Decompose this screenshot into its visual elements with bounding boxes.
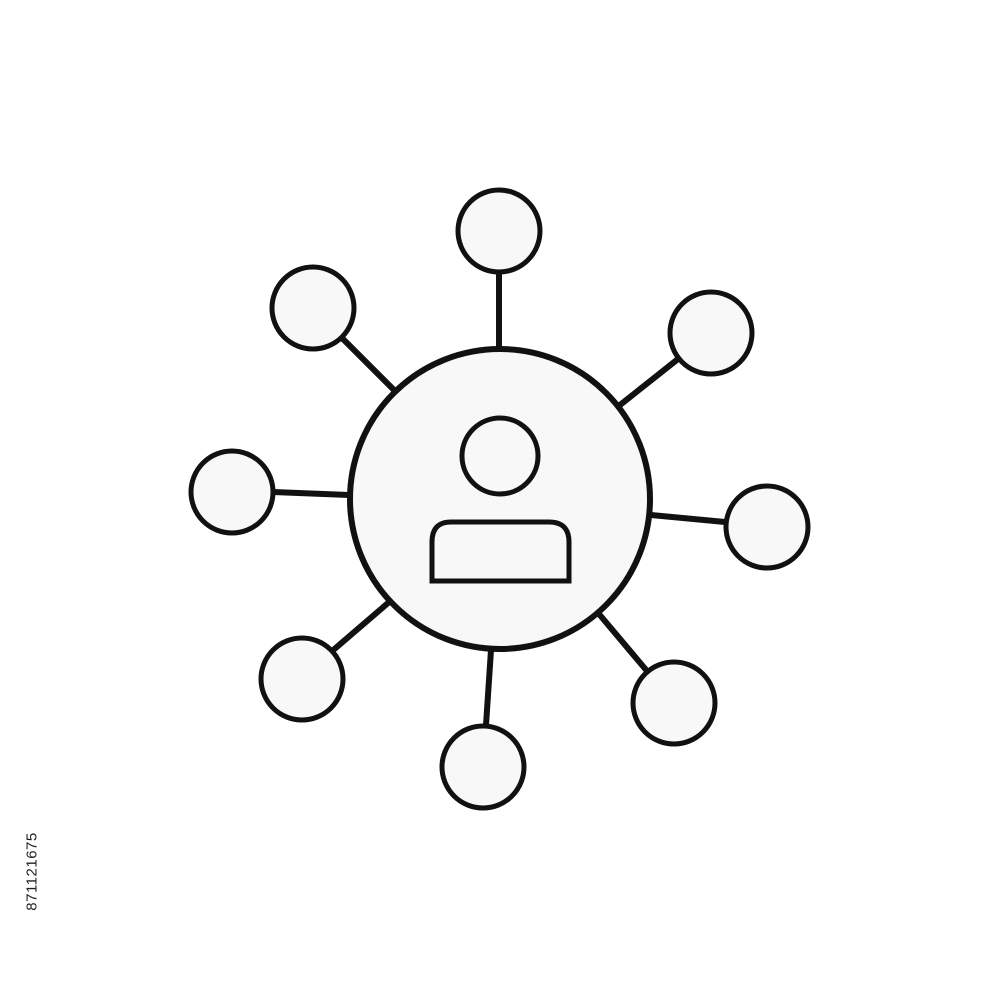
connector-line-bottom [483, 647, 494, 728]
node-circle-bottom-right [630, 659, 718, 747]
connector-line-left [270, 489, 352, 498]
node-circle-top [455, 187, 543, 275]
connector-line-top-left [339, 335, 397, 393]
center-hub-circle [347, 346, 653, 652]
node-circle-top-left [269, 264, 357, 352]
node-circle-bottom [439, 723, 527, 811]
connector-line-bottom-right [596, 611, 650, 674]
connector-line-top-right [617, 356, 681, 408]
user-body-icon [429, 519, 572, 584]
node-circle-top-right [667, 289, 755, 377]
user-head-icon [459, 415, 541, 497]
connector-line-right [648, 512, 728, 525]
node-circle-right [723, 483, 811, 571]
stock-id-watermark: 871121675 [23, 766, 41, 976]
stock-id-text: 871121675 [23, 831, 41, 911]
satellite-nodes [188, 187, 811, 811]
node-circle-left [188, 448, 276, 536]
connector-line-bottom-left [328, 600, 391, 655]
connector-lines [270, 269, 728, 728]
user-icon [429, 415, 572, 584]
node-circle-bottom-left [258, 635, 346, 723]
